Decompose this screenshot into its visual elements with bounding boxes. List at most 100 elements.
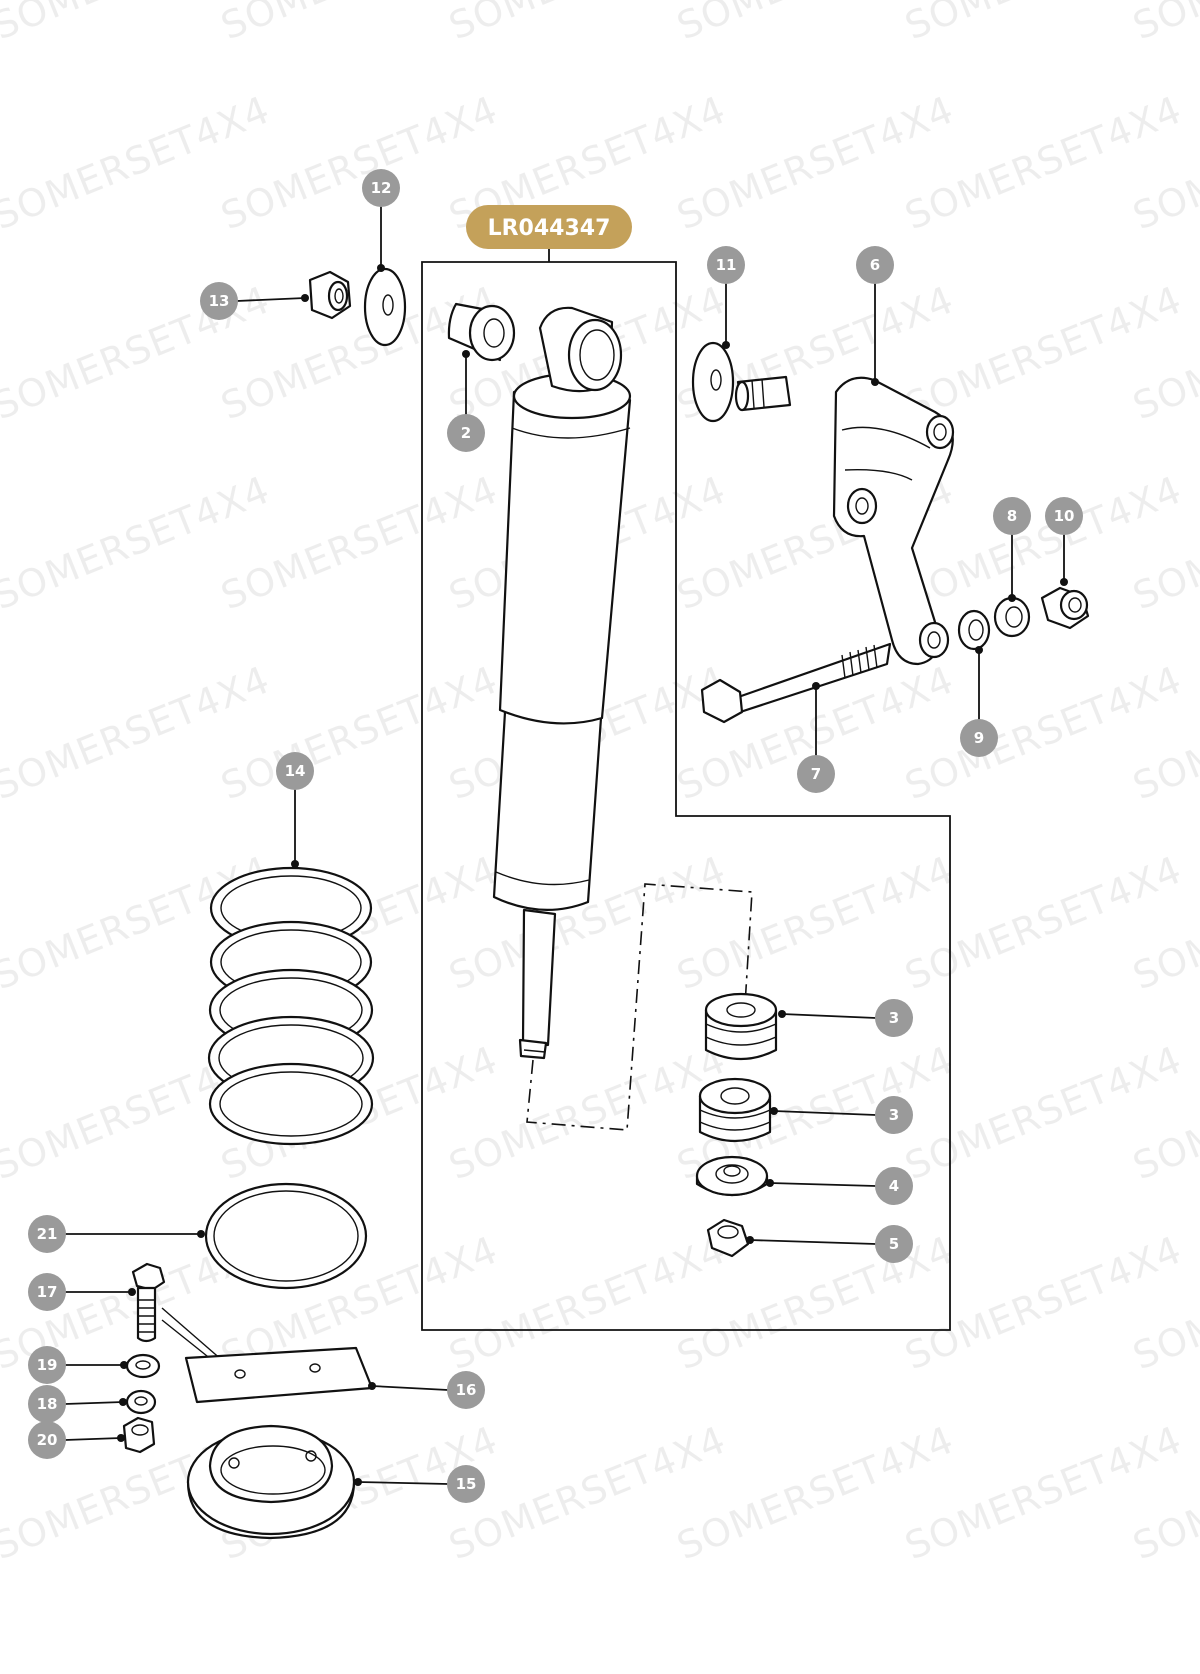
callout-number: 18 (37, 1395, 58, 1413)
part-20-nut[interactable] (122, 1416, 156, 1454)
part-13-nut[interactable] (308, 270, 352, 320)
leader-line (236, 297, 306, 302)
callout-circle (797, 755, 835, 793)
callout-number: 20 (37, 1431, 58, 1449)
callout-circle (276, 752, 314, 790)
leader-dot (1008, 594, 1016, 602)
callout-4[interactable]: 4 (766, 1167, 913, 1205)
part-11-washer[interactable] (691, 341, 735, 423)
callout-7[interactable]: 7 (797, 682, 835, 793)
part-19-washer[interactable] (125, 1353, 161, 1379)
leader-dot (462, 350, 470, 358)
part-21-ring[interactable] (204, 1182, 368, 1290)
leader-dot (975, 646, 983, 654)
part-7-bolt[interactable] (700, 642, 892, 724)
callout-circle (875, 1167, 913, 1205)
callout-circle (960, 719, 998, 757)
callout-circle (447, 1465, 485, 1503)
part-10-nut[interactable] (1040, 586, 1090, 630)
part-8-lock-washer[interactable] (993, 596, 1031, 638)
part-3-lower-bush[interactable] (698, 1077, 772, 1142)
callout-14[interactable]: 14 (276, 752, 314, 868)
leader-dot (354, 1478, 362, 1486)
callout-number: 17 (37, 1283, 58, 1301)
callout-number: 3 (889, 1009, 899, 1027)
callout-8[interactable]: 8 (993, 497, 1031, 602)
callout-13[interactable]: 13 (200, 282, 309, 320)
watermark-text: SOMERSET4X4 (1127, 0, 1200, 48)
leader-line (64, 1437, 122, 1441)
part-14-coil-spring[interactable] (207, 866, 375, 1146)
leader-dot (301, 294, 309, 302)
callout-17[interactable]: 17 (28, 1273, 136, 1311)
part-5-nut[interactable] (706, 1218, 750, 1258)
part-4-cup-washer[interactable] (695, 1155, 769, 1197)
callout-19[interactable]: 19 (28, 1346, 128, 1384)
callout-circle (707, 246, 745, 284)
callout-circle (875, 1096, 913, 1134)
callout-number: 21 (37, 1225, 58, 1243)
shock-absorber[interactable] (492, 306, 632, 1060)
callout-circle (993, 497, 1031, 535)
leader-line (781, 1013, 877, 1019)
callout-number: 3 (889, 1106, 899, 1124)
callout-circle (28, 1215, 66, 1253)
leader-dot (871, 378, 879, 386)
part-12-washer[interactable] (363, 267, 407, 347)
callout-21[interactable]: 21 (28, 1215, 205, 1253)
leader-line (371, 1385, 449, 1391)
part-2-bush[interactable] (447, 302, 516, 362)
leader-dot (746, 1236, 754, 1244)
part-16-plate[interactable] (184, 1346, 374, 1404)
part-9-washer[interactable] (957, 609, 991, 651)
callout-number: 13 (209, 292, 230, 310)
leader-line (769, 1182, 877, 1187)
leader-line (773, 1110, 877, 1116)
callout-number: 15 (456, 1475, 477, 1493)
callout-number: 4 (889, 1177, 899, 1195)
part-number-badge[interactable]: LR044347 (466, 205, 632, 262)
assembly-dashed-line (526, 883, 753, 1131)
leader-line (357, 1481, 449, 1485)
callout-number: 16 (456, 1381, 477, 1399)
callout-9[interactable]: 9 (960, 646, 998, 757)
callout-circle (856, 246, 894, 284)
part-15-spring-seat[interactable] (186, 1424, 356, 1540)
part-18-lock-washer[interactable] (125, 1389, 157, 1415)
callout-15[interactable]: 15 (354, 1465, 485, 1503)
callout-circle (875, 1225, 913, 1263)
callout-circle (28, 1273, 66, 1311)
callout-number: 10 (1054, 507, 1075, 525)
spring-coil (208, 1062, 374, 1146)
callout-number: 11 (716, 256, 737, 274)
leader-dot (119, 1398, 127, 1406)
callout-12[interactable]: 12 (362, 169, 400, 272)
callout-number: 14 (285, 762, 306, 780)
part-3-upper-bush[interactable] (704, 992, 778, 1060)
callout-11[interactable]: 11 (707, 246, 745, 349)
callout-20[interactable]: 20 (28, 1421, 125, 1459)
kit-boundary (421, 261, 951, 1331)
leader-dot (770, 1107, 778, 1115)
part-number-label: LR044347 (488, 216, 611, 241)
callout-16[interactable]: 16 (368, 1371, 485, 1409)
leader-dot (377, 264, 385, 272)
callout-number: 6 (870, 256, 880, 274)
callout-3a[interactable]: 3 (778, 999, 913, 1037)
callout-number: 8 (1007, 507, 1017, 525)
part-6-bracket[interactable] (734, 375, 955, 666)
leader-dot (778, 1010, 786, 1018)
callout-2[interactable]: 2 (447, 350, 485, 452)
callout-5[interactable]: 5 (746, 1225, 913, 1263)
callout-number: 7 (811, 765, 821, 783)
callout-3b[interactable]: 3 (770, 1096, 913, 1134)
callout-18[interactable]: 18 (28, 1385, 127, 1423)
leader-line (749, 1239, 877, 1245)
callout-circle (447, 1371, 485, 1409)
callout-number: 19 (37, 1356, 58, 1374)
callout-10[interactable]: 10 (1045, 497, 1083, 586)
callout-circle (28, 1346, 66, 1384)
callout-number: 2 (461, 424, 471, 442)
callout-6[interactable]: 6 (856, 246, 894, 386)
